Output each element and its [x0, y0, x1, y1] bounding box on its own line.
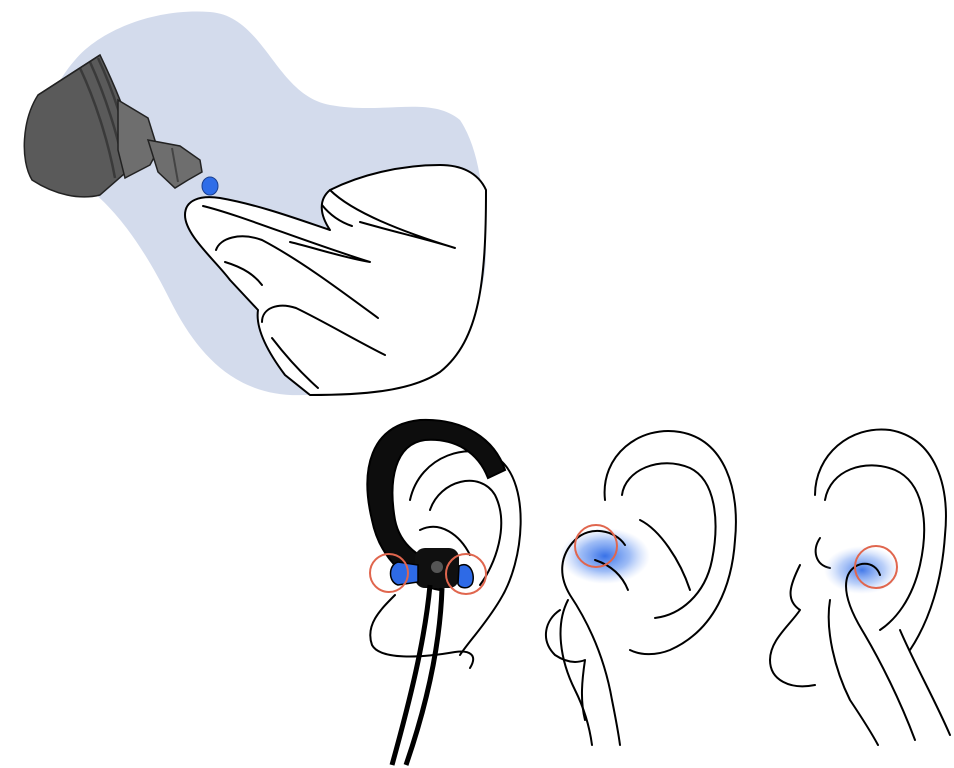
- panel-earphone-fit: [367, 420, 520, 765]
- gel-glow: [560, 528, 650, 584]
- thumb: [561, 600, 592, 745]
- eartip-right: [458, 565, 473, 588]
- panel-apply-drop: [24, 12, 486, 396]
- panel-finger-press: [546, 431, 736, 745]
- eartip-left: [391, 562, 419, 585]
- earphone-center-dot: [431, 561, 443, 573]
- panel-finger-hold: [770, 429, 950, 745]
- hand-edge: [829, 600, 878, 745]
- face-outline: [770, 565, 815, 686]
- earphone-cable-1: [392, 585, 430, 765]
- ear-outer: [815, 429, 946, 650]
- liquid-drop-icon: [202, 177, 218, 195]
- gel-glow: [824, 546, 900, 594]
